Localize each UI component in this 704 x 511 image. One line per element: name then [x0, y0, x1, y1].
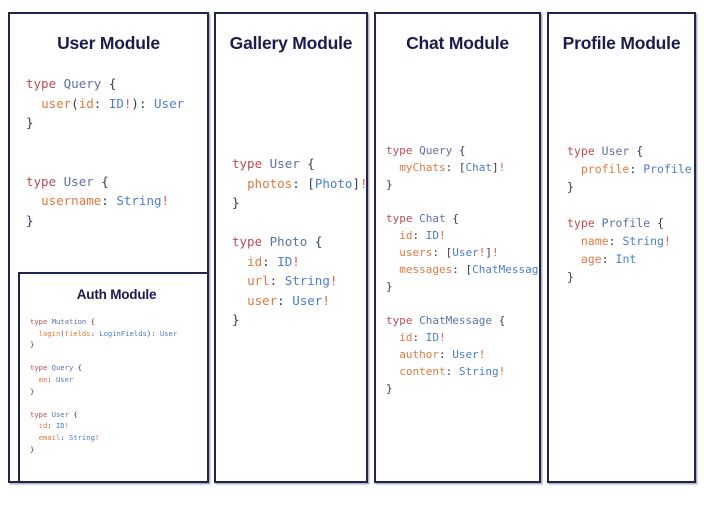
module-code-user: type Query { user(id: ID!): User} type U…	[26, 76, 185, 228]
module-panel-chat[interactable]: Chat Module type Query { myChats: [Chat]…	[374, 12, 541, 483]
module-title-auth: Auth Module	[76, 287, 157, 302]
module-title-profile: Profile Module	[562, 33, 681, 53]
module-panel-profile[interactable]: Profile Module type User { profile: Prof…	[547, 12, 696, 483]
module-code-profile: type User { profile: Profile!} type Prof…	[567, 144, 694, 284]
module-title-chat: Chat Module	[406, 33, 509, 53]
module-code-auth: type Mutation { login(fields: LoginField…	[30, 317, 178, 454]
module-title-gallery: Gallery Module	[229, 33, 353, 53]
module-panel-auth[interactable]: Auth Module type Mutation { login(fields…	[18, 272, 207, 481]
module-title-user: User Module	[57, 33, 160, 53]
module-panel-user[interactable]: User Module type Query { user(id: ID!): …	[8, 12, 209, 483]
module-code-gallery: type User { photos: [Photo]!} type Photo…	[232, 156, 368, 327]
module-code-chat: type Query { myChats: [Chat]!} type Chat…	[386, 144, 541, 395]
module-panel-gallery[interactable]: Gallery Module type User { photos: [Phot…	[214, 12, 368, 483]
